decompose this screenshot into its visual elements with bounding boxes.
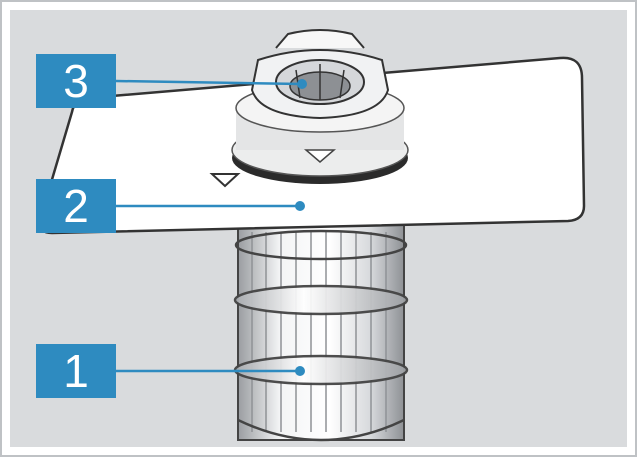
leader-dot-2 — [295, 201, 305, 211]
callout-1: 1 — [36, 344, 116, 398]
leader-dot-3 — [297, 79, 307, 89]
callout-2-label: 2 — [63, 180, 89, 232]
callout-2: 2 — [36, 179, 116, 233]
leader-lines — [115, 79, 307, 376]
leader-line-3 — [115, 79, 303, 86]
callout-1-label: 1 — [63, 345, 89, 397]
leader-dot-1 — [295, 366, 305, 376]
plate-arrow-marker — [209, 173, 241, 188]
callout-3-label: 3 — [63, 55, 89, 107]
coarse-filter — [233, 224, 409, 442]
callout-3: 3 — [36, 54, 116, 108]
micro-filter — [231, 29, 409, 184]
